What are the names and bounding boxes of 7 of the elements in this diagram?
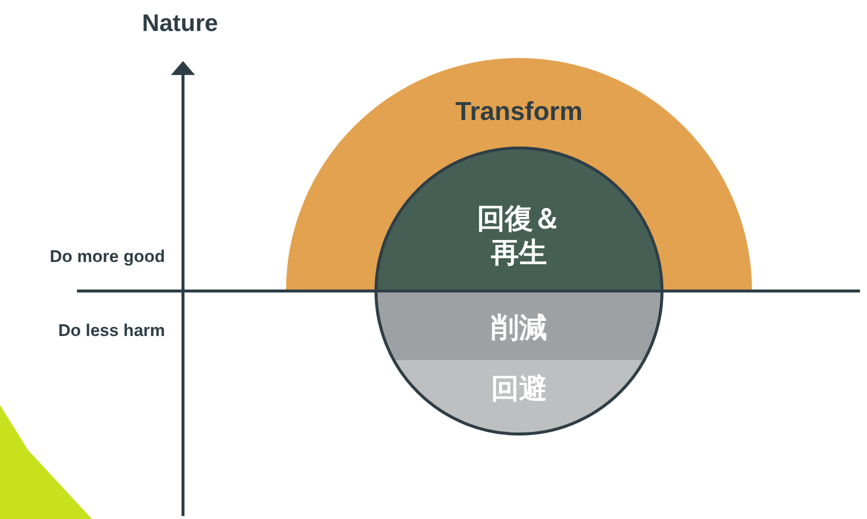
region-label: Transform: [455, 95, 583, 128]
quadrant-label: Do less harm: [57, 320, 165, 342]
region-label: 削減: [490, 311, 548, 345]
quadrant-label: Do more good: [48, 246, 165, 268]
region-label: 回避: [490, 372, 548, 406]
region-label: 回復＆再生: [476, 202, 562, 270]
axis-label: Nature: [140, 9, 220, 39]
